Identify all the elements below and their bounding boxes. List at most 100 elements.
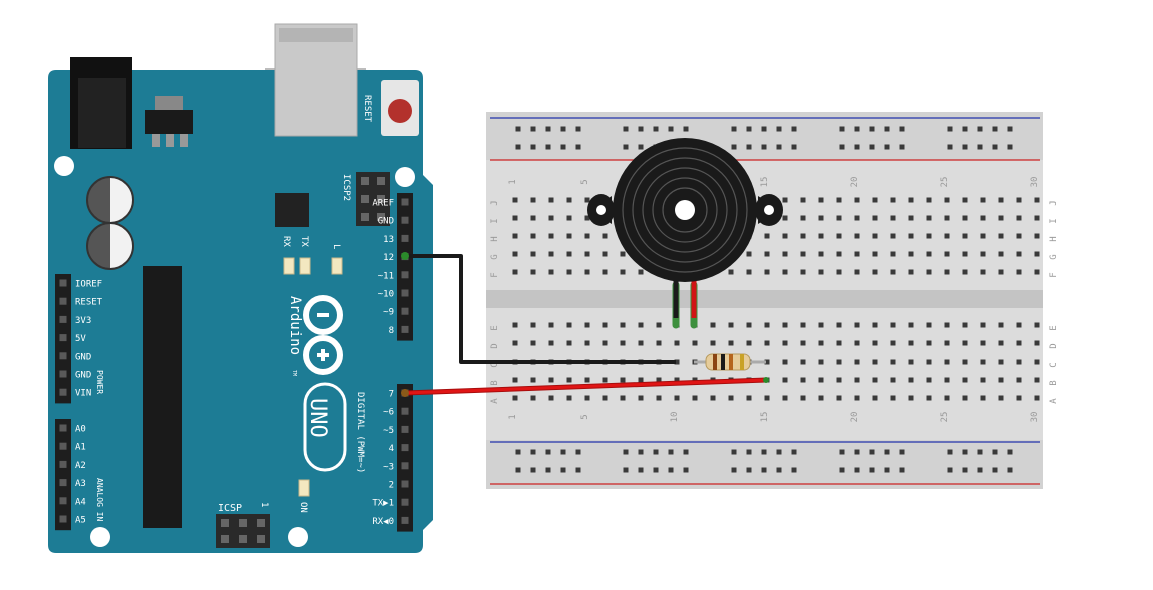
breadboard-hole[interactable] bbox=[638, 269, 644, 275]
breadboard-hole[interactable] bbox=[746, 322, 752, 328]
power-rail-hole[interactable] bbox=[515, 449, 521, 455]
power-rail-hole[interactable] bbox=[623, 126, 629, 132]
breadboard-hole[interactable] bbox=[926, 377, 932, 383]
breadboard-hole[interactable] bbox=[998, 340, 1004, 346]
power-rail-hole[interactable] bbox=[683, 467, 689, 473]
breadboard-hole[interactable] bbox=[908, 340, 914, 346]
power-rail-hole[interactable] bbox=[791, 467, 797, 473]
breadboard-hole[interactable] bbox=[926, 215, 932, 221]
breadboard-hole[interactable] bbox=[962, 322, 968, 328]
reset-button[interactable] bbox=[381, 80, 419, 136]
breadboard-hole[interactable] bbox=[962, 359, 968, 365]
breadboard-hole[interactable] bbox=[764, 251, 770, 257]
breadboard-hole[interactable] bbox=[836, 251, 842, 257]
power-rail-hole[interactable] bbox=[515, 467, 521, 473]
power-rail-hole[interactable] bbox=[992, 126, 998, 132]
header-pin[interactable] bbox=[401, 289, 409, 297]
power-rail-hole[interactable] bbox=[1007, 467, 1013, 473]
breadboard-hole[interactable] bbox=[890, 395, 896, 401]
header-pin[interactable] bbox=[401, 198, 409, 206]
breadboard-hole[interactable] bbox=[728, 395, 734, 401]
breadboard-hole[interactable] bbox=[962, 377, 968, 383]
breadboard-hole[interactable] bbox=[530, 233, 536, 239]
breadboard-hole[interactable] bbox=[944, 233, 950, 239]
power-rail-hole[interactable] bbox=[653, 126, 659, 132]
power-rail-hole[interactable] bbox=[530, 144, 536, 150]
power-rail-hole[interactable] bbox=[962, 449, 968, 455]
breadboard-hole[interactable] bbox=[782, 322, 788, 328]
breadboard-hole[interactable] bbox=[962, 269, 968, 275]
header-pin[interactable] bbox=[59, 297, 67, 305]
header-pin[interactable] bbox=[401, 216, 409, 224]
breadboard-hole[interactable] bbox=[1016, 395, 1022, 401]
power-rail-hole[interactable] bbox=[746, 449, 752, 455]
breadboard-hole[interactable] bbox=[530, 197, 536, 203]
breadboard-hole[interactable] bbox=[530, 395, 536, 401]
breadboard-hole[interactable] bbox=[890, 377, 896, 383]
power-rail-hole[interactable] bbox=[854, 449, 860, 455]
breadboard-hole[interactable] bbox=[872, 215, 878, 221]
breadboard-hole[interactable] bbox=[998, 197, 1004, 203]
breadboard-hole[interactable] bbox=[836, 340, 842, 346]
breadboard-hole[interactable] bbox=[584, 377, 590, 383]
breadboard-hole[interactable] bbox=[764, 233, 770, 239]
breadboard-hole[interactable] bbox=[800, 395, 806, 401]
breadboard-hole[interactable] bbox=[674, 340, 680, 346]
header-pin[interactable] bbox=[401, 234, 409, 242]
header-pin[interactable] bbox=[401, 407, 409, 415]
breadboard-hole[interactable] bbox=[764, 322, 770, 328]
breadboard-hole[interactable] bbox=[890, 359, 896, 365]
power-rail-hole[interactable] bbox=[1007, 449, 1013, 455]
breadboard-hole[interactable] bbox=[1016, 233, 1022, 239]
power-rail-hole[interactable] bbox=[869, 449, 875, 455]
power-rail-hole[interactable] bbox=[776, 126, 782, 132]
breadboard-hole[interactable] bbox=[620, 251, 626, 257]
power-rail-hole[interactable] bbox=[746, 144, 752, 150]
breadboard-hole[interactable] bbox=[872, 340, 878, 346]
breadboard-hole[interactable] bbox=[620, 340, 626, 346]
breadboard-hole[interactable] bbox=[944, 251, 950, 257]
breadboard-hole[interactable] bbox=[836, 395, 842, 401]
breadboard-hole[interactable] bbox=[998, 269, 1004, 275]
power-rail-hole[interactable] bbox=[869, 467, 875, 473]
breadboard-hole[interactable] bbox=[584, 269, 590, 275]
power-rail-hole[interactable] bbox=[977, 144, 983, 150]
power-rail-hole[interactable] bbox=[575, 467, 581, 473]
breadboard-hole[interactable] bbox=[530, 322, 536, 328]
power-rail-hole[interactable] bbox=[854, 126, 860, 132]
breadboard-hole[interactable] bbox=[998, 395, 1004, 401]
breadboard-hole[interactable] bbox=[728, 322, 734, 328]
power-rail-hole[interactable] bbox=[761, 126, 767, 132]
power-rail-hole[interactable] bbox=[776, 467, 782, 473]
breadboard-hole[interactable] bbox=[854, 197, 860, 203]
breadboard-hole[interactable] bbox=[854, 340, 860, 346]
breadboard-hole[interactable] bbox=[908, 215, 914, 221]
breadboard-hole[interactable] bbox=[710, 395, 716, 401]
power-rail-hole[interactable] bbox=[947, 144, 953, 150]
power-rail-hole[interactable] bbox=[545, 126, 551, 132]
breadboard-hole[interactable] bbox=[566, 395, 572, 401]
power-rail-hole[interactable] bbox=[962, 467, 968, 473]
piezo-buzzer[interactable] bbox=[587, 138, 783, 329]
breadboard-hole[interactable] bbox=[674, 359, 680, 365]
power-rail-hole[interactable] bbox=[515, 126, 521, 132]
breadboard-hole[interactable] bbox=[944, 340, 950, 346]
breadboard-hole[interactable] bbox=[548, 251, 554, 257]
power-rail-hole[interactable] bbox=[992, 467, 998, 473]
power-rail-hole[interactable] bbox=[977, 467, 983, 473]
power-rail-hole[interactable] bbox=[653, 449, 659, 455]
breadboard-hole[interactable] bbox=[872, 395, 878, 401]
breadboard-hole[interactable] bbox=[872, 197, 878, 203]
breadboard-hole[interactable] bbox=[944, 215, 950, 221]
breadboard-hole[interactable] bbox=[566, 322, 572, 328]
breadboard-hole[interactable] bbox=[746, 269, 752, 275]
breadboard-hole[interactable] bbox=[602, 340, 608, 346]
breadboard-hole[interactable] bbox=[602, 322, 608, 328]
breadboard-hole[interactable] bbox=[818, 377, 824, 383]
breadboard-hole[interactable] bbox=[512, 322, 518, 328]
header-pin[interactable] bbox=[401, 498, 409, 506]
breadboard-hole[interactable] bbox=[944, 269, 950, 275]
header-pin[interactable] bbox=[401, 516, 409, 524]
breadboard-hole[interactable] bbox=[962, 197, 968, 203]
power-rail-hole[interactable] bbox=[683, 449, 689, 455]
